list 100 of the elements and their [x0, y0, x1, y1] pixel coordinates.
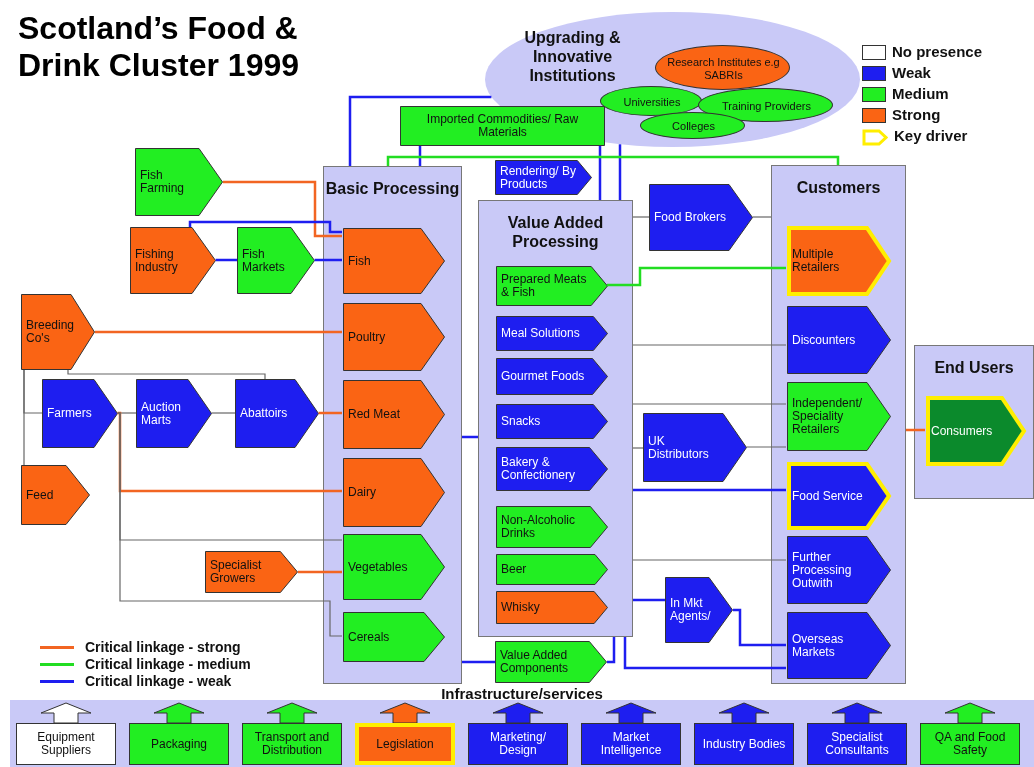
- legend-label: Medium: [892, 85, 949, 102]
- node-text: Food Brokers: [654, 211, 727, 224]
- pentagon-box: [237, 227, 315, 294]
- connector-line: [632, 559, 787, 561]
- panel-title: End Users: [933, 358, 1015, 377]
- ellipse: [600, 86, 702, 116]
- connector-line: [746, 446, 787, 448]
- arrow-box: [807, 703, 907, 765]
- legend-label: No presence: [892, 43, 983, 60]
- pentagon-box: [21, 294, 95, 370]
- node-text: Packaging: [150, 737, 207, 751]
- panel-title: Basic Processing: [324, 179, 461, 198]
- panel-title: Customers: [795, 178, 882, 197]
- group-panel: [771, 165, 906, 684]
- connector-line: [223, 180, 342, 238]
- panel-title: Infrastructure/services: [440, 684, 604, 703]
- legend-label: Critical linkage - medium: [85, 656, 251, 672]
- connector-line: [623, 637, 786, 670]
- legend-label: Critical linkage - weak: [85, 673, 232, 689]
- node-text: Value Added Components: [500, 649, 570, 675]
- node-text: Overseas Markets: [792, 632, 845, 659]
- diagram-title: Scotland’s Food & Drink Cluster 1999: [18, 10, 300, 84]
- pentagon-box: [343, 458, 445, 527]
- banner-box: [400, 106, 605, 146]
- arrow-box: [242, 703, 342, 765]
- arrow-box: [355, 703, 455, 765]
- pentagon-box: [136, 379, 212, 448]
- panel-title: Value Added Processing: [506, 213, 605, 251]
- pentagon-box: [495, 641, 607, 683]
- node-text: Colleges: [672, 120, 715, 133]
- connector-line: [632, 344, 787, 346]
- pentagon-box: [787, 462, 891, 530]
- connector-line: [318, 411, 342, 415]
- connector-line: [188, 220, 342, 234]
- node-text: Cereals: [348, 630, 390, 644]
- pentagon-box: [205, 551, 298, 593]
- node-text: Breeding Co's: [26, 319, 75, 345]
- node-text: Abattoirs: [240, 407, 288, 420]
- pentagon-box: [130, 227, 216, 294]
- node-text: Specialist Growers: [210, 559, 263, 585]
- pentagon-box: [343, 303, 445, 371]
- connector-line: [298, 570, 342, 574]
- node-text: Training Providers: [722, 99, 811, 113]
- pentagon-box: [665, 577, 733, 643]
- connector-line: [633, 488, 786, 492]
- connector-line: [632, 447, 644, 449]
- legend-label: Critical linkage - strong: [85, 639, 241, 655]
- node-text: Red Meat: [348, 408, 401, 421]
- node-text: Further Processing Outwith: [792, 550, 853, 590]
- node-text: Beer: [501, 563, 527, 576]
- node-text: Marketing/ Design: [489, 731, 547, 757]
- arrow-box: [468, 703, 568, 765]
- node-text: Transport and Distribution: [253, 731, 331, 757]
- node-text: Food Service: [792, 489, 863, 503]
- group-panel: [323, 166, 462, 684]
- connector-line: [418, 146, 422, 166]
- pentagon-box: [343, 380, 445, 449]
- pentagon-box: [787, 226, 891, 296]
- node-text: Whisky: [501, 601, 540, 614]
- node-text: Specialist Consultants: [824, 731, 890, 757]
- connector-line: [95, 330, 342, 334]
- connector-line: [607, 637, 616, 664]
- connector-line: [752, 216, 772, 218]
- node-text: Market Intelligence: [599, 731, 663, 757]
- connector-line: [117, 412, 343, 637]
- arrow-box: [694, 703, 794, 765]
- node-text: Auction Marts: [141, 400, 183, 427]
- connector-line: [314, 258, 342, 262]
- pentagon-box: [343, 228, 445, 294]
- group-panel: [914, 345, 1034, 499]
- legend-label: Strong: [892, 106, 941, 123]
- node-text: Independent/ Speciality Retailers: [792, 397, 864, 436]
- node-text: Research Institutes e.g SABRIs: [666, 55, 781, 82]
- pentagon-box: [787, 306, 891, 374]
- connector-line: [633, 598, 665, 602]
- arrow-box: [16, 703, 116, 765]
- pentagon-box: [496, 358, 608, 395]
- arrow-box: [920, 703, 1020, 765]
- node-text: Vegetables: [348, 560, 408, 574]
- group-panel: [478, 200, 633, 637]
- arrow-box: [129, 703, 229, 765]
- node-text: Fishing Industry: [135, 247, 179, 274]
- node-text: Meal Solutions: [501, 327, 580, 340]
- pentagon-box: [787, 612, 891, 679]
- node-text: Consumers: [931, 424, 993, 438]
- connector-line: [211, 412, 236, 414]
- pentagon-box: [643, 413, 747, 482]
- connector-line: [348, 95, 492, 166]
- node-text: Feed: [26, 488, 54, 502]
- pentagon-box: [495, 160, 592, 195]
- legend-label: Key driver: [894, 127, 968, 144]
- node-text: In Mkt Agents/: [670, 597, 711, 623]
- pentagon-box: [496, 447, 608, 491]
- node-text: Fish Farming: [140, 169, 185, 195]
- legend-label: Weak: [892, 64, 931, 81]
- pentagon-box: [496, 506, 608, 548]
- pentagon-box: [496, 554, 608, 585]
- pentagon-box: [496, 591, 608, 624]
- pentagon-box: [496, 404, 608, 439]
- pentagon-box: [343, 612, 445, 662]
